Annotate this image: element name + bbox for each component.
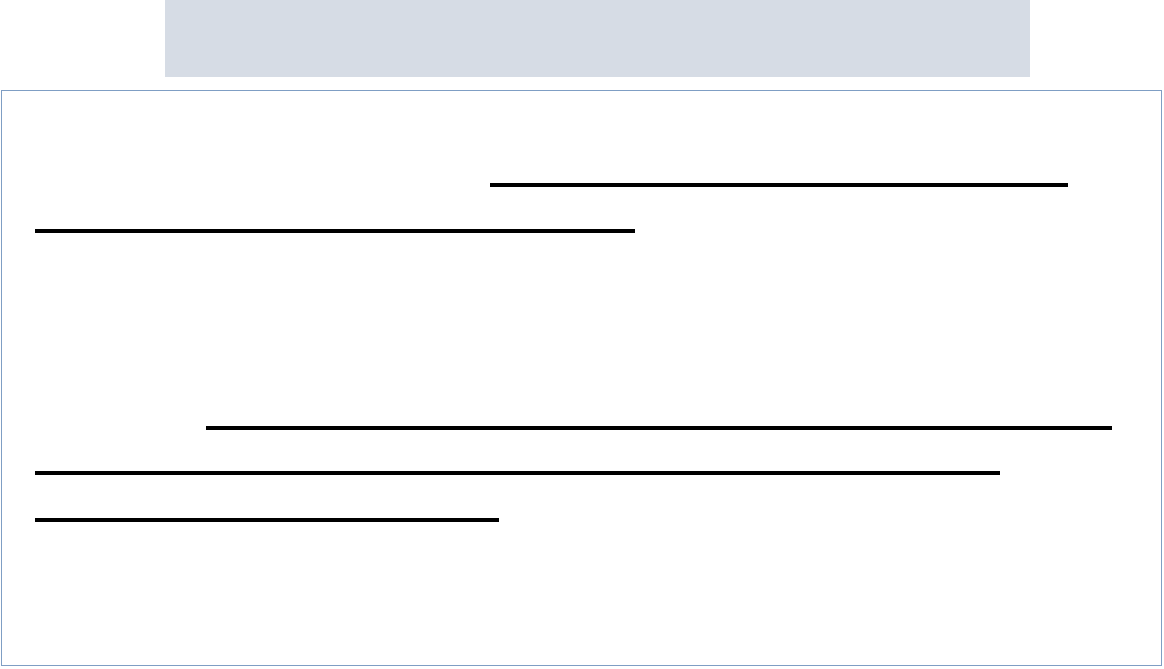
answer-line-3[interactable] bbox=[206, 426, 1112, 430]
answer-line-1[interactable] bbox=[490, 183, 1068, 187]
header-band bbox=[165, 0, 1030, 77]
form-box bbox=[1, 90, 1162, 666]
answer-line-5[interactable] bbox=[35, 518, 499, 522]
answer-line-4[interactable] bbox=[35, 471, 1000, 475]
answer-line-2[interactable] bbox=[35, 229, 635, 233]
